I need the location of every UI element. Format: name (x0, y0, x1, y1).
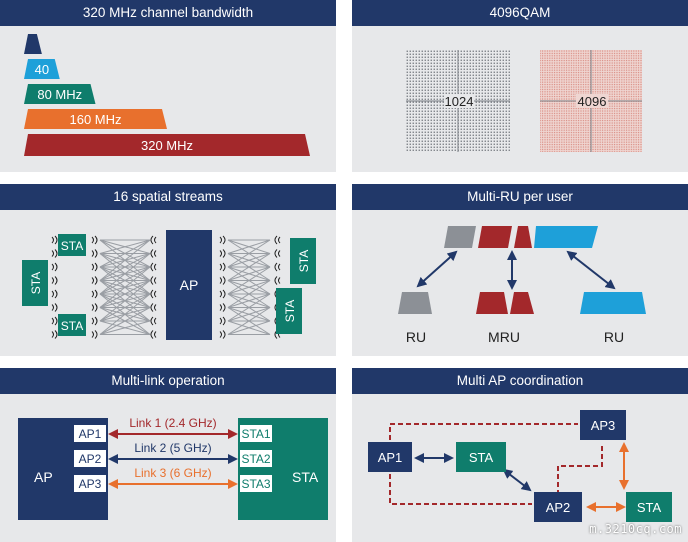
multiap-diagram: AP1 STA AP3 AP2 STA (368, 410, 672, 522)
bandwidth-bar-20 (24, 34, 42, 54)
streams-diagram: AP STA STA STA STA STA (22, 230, 316, 340)
watermark: m.3210cq.com (589, 522, 682, 536)
ap3-node-label: AP3 (591, 418, 616, 433)
sta2-label: STA2 (241, 452, 270, 466)
ru-gray-top (444, 226, 476, 248)
multiru-diagram: RU MRU RU (398, 226, 646, 345)
ap1-node (368, 442, 412, 472)
link1-label: Link 1 (2.4 GHz) (129, 416, 216, 430)
link3-label: Link 3 (6 GHz) (134, 466, 211, 480)
ap2-node-label: AP2 (546, 500, 571, 515)
sta2-box (240, 450, 272, 467)
bandwidth-label-80: 80 MHz (37, 87, 82, 102)
sta-box-right-bottom (276, 288, 302, 334)
ap1-box (74, 425, 106, 442)
bandwidth-bar-160 (24, 109, 167, 129)
label-4096: 4096 (578, 94, 607, 109)
ap2-label: AP2 (79, 452, 102, 466)
sta-box-left (22, 260, 48, 306)
sta-label-top-left: STA (61, 239, 83, 253)
sta-box-bottom-left (58, 314, 86, 336)
streams-title: 16 spatial streams (0, 184, 336, 210)
sta-mid-node-label: STA (469, 450, 494, 465)
bandwidth-bar-80 (24, 84, 96, 104)
mlo-sta-label: STA (292, 469, 319, 485)
sta-box-top-left (58, 234, 86, 256)
label-ru-left: RU (406, 329, 426, 345)
mru-red-top-1 (478, 226, 512, 248)
sta-label-bottom-left: STA (61, 319, 83, 333)
sta-mid-node (456, 442, 506, 472)
ap3-node (580, 410, 626, 440)
mru-red-top-2 (514, 226, 532, 248)
bandwidth-label-320: 320 MHz (141, 138, 193, 153)
label-mru: MRU (488, 329, 520, 345)
multiru-panel: Multi-RU per user RU MRU RU (352, 184, 688, 356)
ru-gray-bottom (398, 292, 432, 314)
ap2-box (74, 450, 106, 467)
multiap-panel: Multi AP coordination AP1 STA AP3 AP2 ST… (352, 368, 688, 542)
ap3-label: AP3 (79, 477, 102, 491)
qam-panel: 4096QAM 1024 4096 (352, 0, 688, 172)
coordination-dashed-lines (389, 423, 603, 505)
sta-label-left: STA (29, 272, 43, 294)
bandwidth-label-40: 40 (35, 62, 49, 77)
multiap-title: Multi AP coordination (352, 368, 688, 394)
ap1-node-label: AP1 (378, 450, 403, 465)
multilink-diagram: AP STA AP1 AP2 AP3 STA1 STA2 STA3 Link 1… (18, 416, 328, 520)
ru-blue-top (534, 226, 598, 248)
qam-title: 4096QAM (352, 0, 688, 26)
mru-red-bottom-1 (476, 292, 508, 314)
streams-panel: 16 spatial streams AP STA STA STA STA ST… (0, 184, 336, 356)
link2-label: Link 2 (5 GHz) (134, 441, 211, 455)
ap3-box (74, 475, 106, 492)
bandwidth-bar-40 (24, 59, 60, 79)
mru-red-bottom-2 (510, 292, 534, 314)
sta-label-right-bottom: STA (283, 300, 297, 322)
sta3-label: STA3 (241, 477, 270, 491)
ap-label: AP (180, 277, 199, 293)
qam-diagram: 1024 4096 (406, 50, 642, 152)
sta-right-node-label: STA (637, 500, 662, 515)
sta-label-right-top: STA (297, 250, 311, 272)
multilink-panel: Multi-link operation AP STA AP1 AP2 AP3 … (0, 368, 336, 542)
bandwidth-panel: 320 MHz channel bandwidth 40 80 MHz 160 MH… (0, 0, 336, 172)
bandwidth-title: 320 MHz channel bandwidth (0, 0, 336, 26)
bandwidth-bar-320 (24, 134, 310, 156)
sta-box-right-top (290, 238, 316, 284)
sta1-box (240, 425, 272, 442)
mlo-ap-label: AP (34, 469, 53, 485)
bandwidth-label-160: 160 MHz (69, 112, 121, 127)
label-ru-right: RU (604, 329, 624, 345)
ap-box (166, 230, 212, 340)
ap1-label: AP1 (79, 427, 102, 441)
sta1-label: STA1 (241, 427, 270, 441)
multiru-title: Multi-RU per user (352, 184, 688, 210)
multilink-title: Multi-link operation (0, 368, 336, 394)
bandwidth-diagram: 40 80 MHz 160 MHz 320 MHz (24, 34, 310, 156)
sta-right-node (626, 492, 672, 522)
ru-blue-bottom (580, 292, 646, 314)
label-1024: 1024 (445, 94, 474, 109)
sta3-box (240, 475, 272, 492)
ap2-node (534, 492, 582, 522)
